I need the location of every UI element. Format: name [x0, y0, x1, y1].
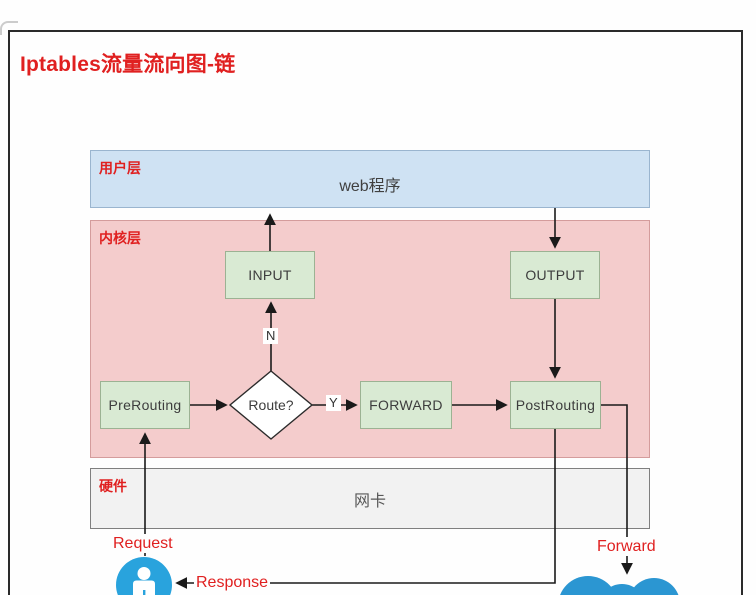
- user-layer-band: 用户层 web程序: [90, 150, 650, 208]
- hardware-layer-band: 硬件 网卡: [90, 468, 650, 529]
- page-corner-decoration: [0, 21, 18, 35]
- edge-postrouting-response-to-user: [175, 429, 556, 589]
- node-forward: FORWARD: [360, 381, 452, 429]
- response-label: Response: [194, 573, 271, 592]
- nic-label: 网卡: [353, 493, 386, 510]
- route-decision-label: Route?: [248, 397, 294, 413]
- cloud-icon: [560, 576, 679, 595]
- page-frame: [8, 30, 743, 595]
- hardware-layer-label: 硬件: [99, 478, 127, 494]
- node-prerouting: PreRouting: [100, 381, 190, 429]
- user-icon: [116, 557, 172, 595]
- node-output: OUTPUT: [510, 251, 600, 299]
- forward-label: Forward: [595, 537, 658, 556]
- request-label: Request: [111, 534, 175, 553]
- node-postrouting: PostRouting: [510, 381, 601, 429]
- node-input: INPUT: [225, 251, 315, 299]
- page-title: Iptables流量流向图-链: [20, 53, 236, 76]
- edge-postrouting-forward-to-cloud: [601, 404, 633, 575]
- branch-label-y: Y: [326, 395, 341, 411]
- web-app-label: web程序: [339, 178, 401, 195]
- kernel-layer-label: 内核层: [99, 230, 141, 246]
- branch-label-n: N: [263, 328, 279, 344]
- route-decision-node: [228, 370, 314, 440]
- user-layer-label: 用户层: [99, 160, 141, 176]
